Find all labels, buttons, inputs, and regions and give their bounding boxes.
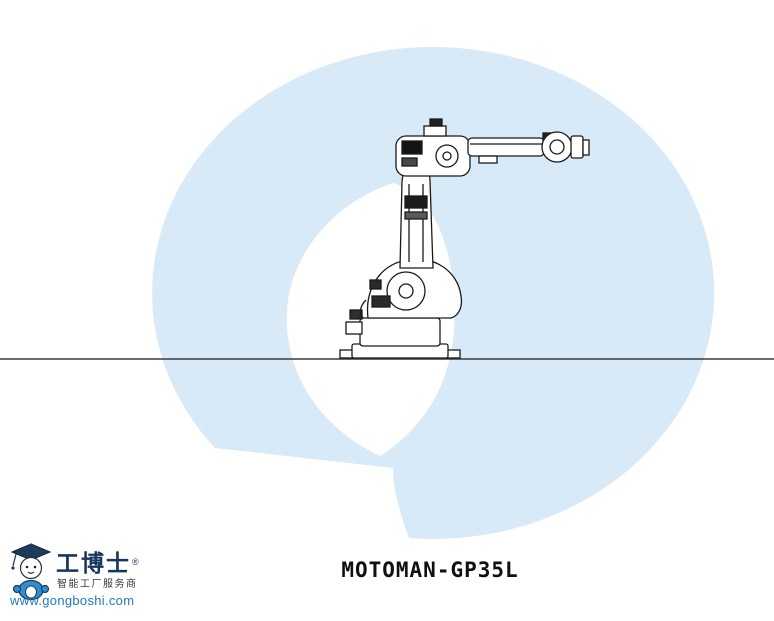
- model-title: MOTOMAN-GP35L: [341, 558, 519, 582]
- brand-website: www.gongboshi.com: [10, 593, 135, 608]
- robot-base: [339, 309, 461, 359]
- brand-tagline: 智能工厂服务商: [57, 579, 138, 590]
- brand-name: 工博士: [56, 551, 131, 577]
- mascot-icon: [10, 543, 52, 601]
- vendor-logo: 工博士® 智能工厂服务商 www.gongboshi.com: [8, 540, 178, 618]
- robot-illustration: [339, 118, 590, 359]
- brand-row: 工博士®: [56, 544, 139, 578]
- robot-lower-arm: [399, 163, 434, 269]
- robot-wrist: [541, 131, 590, 163]
- robot-turret: [359, 258, 463, 319]
- registered-mark-icon: ®: [132, 556, 139, 567]
- robot-upper-arm: [395, 118, 545, 177]
- mascot-face: [19, 556, 43, 580]
